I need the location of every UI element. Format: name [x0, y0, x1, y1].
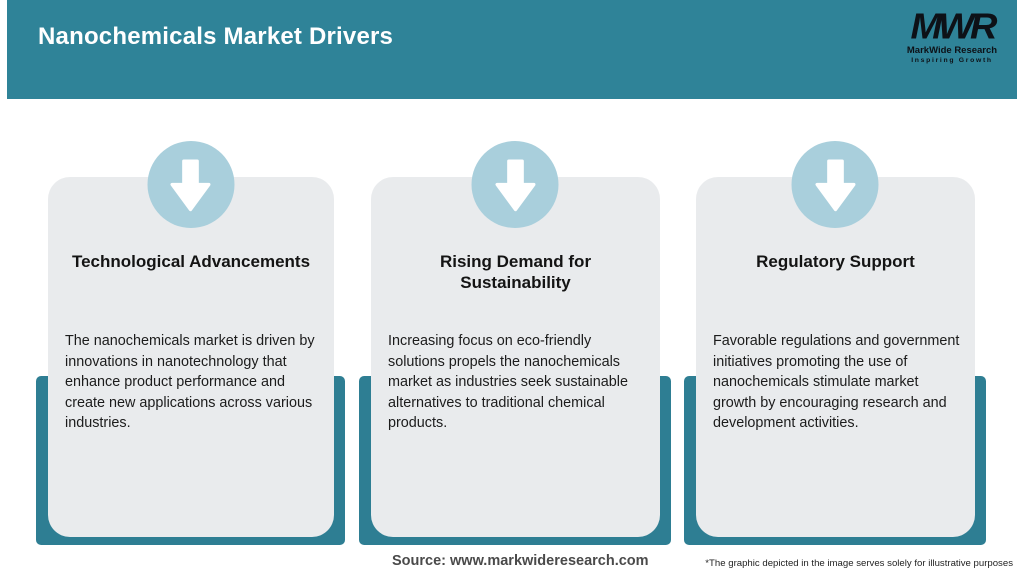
card-description: Favorable regulations and government ini… [713, 333, 960, 432]
driver-card: Regulatory Support Favorable regulations… [696, 177, 975, 537]
card-description: Increasing focus on eco-friendly solutio… [388, 333, 628, 432]
page-title: Nanochemicals Market Drivers [38, 23, 394, 50]
header-bar: Nanochemicals Market Drivers MWR MarkWid… [7, 0, 1017, 99]
markwide-logo: MWR MarkWide Research Inspiring Growth [900, 8, 1004, 64]
card-title: Regulatory Support [756, 252, 915, 271]
logo-tagline: Inspiring Growth [911, 57, 993, 64]
arrow-down-icon [791, 141, 879, 228]
arrow-down-icon [471, 141, 559, 228]
driver-column-3: Regulatory Support Favorable regulations… [684, 139, 986, 545]
arrow-down-icon [147, 141, 234, 228]
card-description: The nanochemicals market is driven by in… [65, 333, 315, 432]
driver-column-2: Rising Demand for Sustainability Increas… [359, 139, 671, 545]
source-text: Source: www.markwideresearch.com [392, 553, 649, 569]
driver-column-1: Technological Advancements The nanochemi… [36, 139, 345, 545]
card-title: Rising Demand for Sustainability [439, 252, 592, 292]
driver-card: Technological Advancements The nanochemi… [48, 177, 334, 537]
driver-card: Rising Demand for Sustainability Increas… [371, 177, 660, 537]
disclaimer-text: *The graphic depicted in the image serve… [705, 558, 1013, 569]
logo-name: MarkWide Research [906, 45, 998, 56]
logo-monogram: MWR [910, 7, 998, 47]
card-title: Technological Advancements [71, 252, 311, 271]
